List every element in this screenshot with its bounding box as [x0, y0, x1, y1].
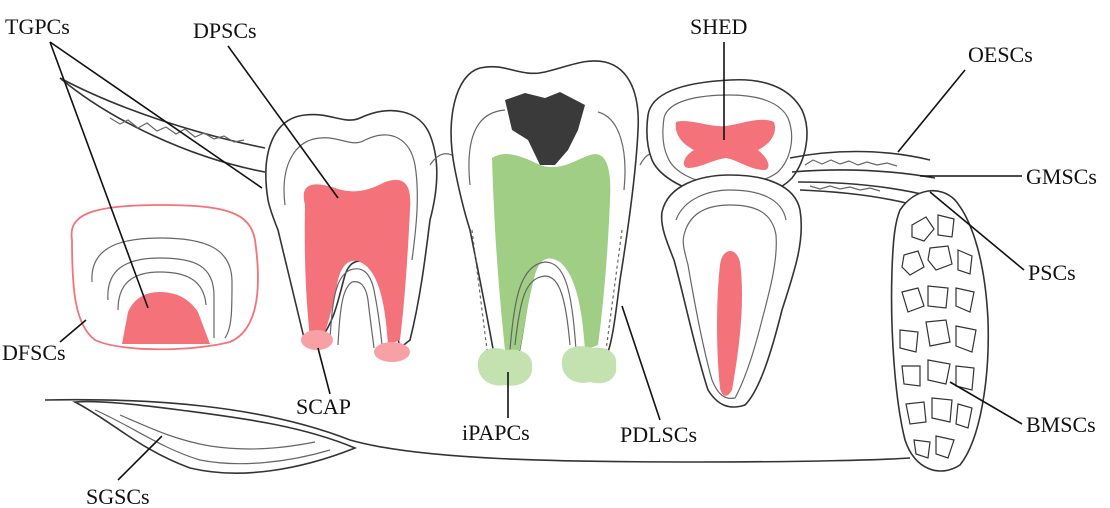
- leader-dfscs: [60, 320, 86, 342]
- leader-tgpcs-gingiva: [50, 42, 262, 188]
- label-sgscs: SGSCs: [86, 484, 150, 508]
- label-bmscs: BMSCs: [1026, 412, 1096, 437]
- label-gmscs: GMSCs: [1026, 164, 1097, 189]
- label-scap: SCAP: [296, 394, 351, 419]
- dental-follicle: [72, 205, 258, 349]
- label-dfscs: DFSCs: [2, 340, 66, 365]
- gingiva-left: [60, 78, 265, 172]
- label-ipapcs: iPAPCs: [462, 420, 530, 445]
- tooth-ipapcs: [451, 61, 638, 386]
- label-pdlscs: PDLSCs: [620, 422, 697, 447]
- label-pscs: PSCs: [1028, 260, 1076, 285]
- label-oescs: OESCs: [968, 42, 1033, 67]
- label-shed: SHED: [690, 14, 747, 39]
- leader-pdlscs: [622, 306, 660, 420]
- label-dpscs: DPSCs: [193, 18, 257, 43]
- leader-scap: [318, 348, 330, 394]
- bone-marrow: [892, 191, 989, 471]
- leader-oescs: [898, 70, 965, 152]
- tooth-dpscs: [266, 111, 437, 362]
- tooth-shed: [647, 80, 807, 407]
- label-tgpcs: TGPCs: [5, 14, 70, 39]
